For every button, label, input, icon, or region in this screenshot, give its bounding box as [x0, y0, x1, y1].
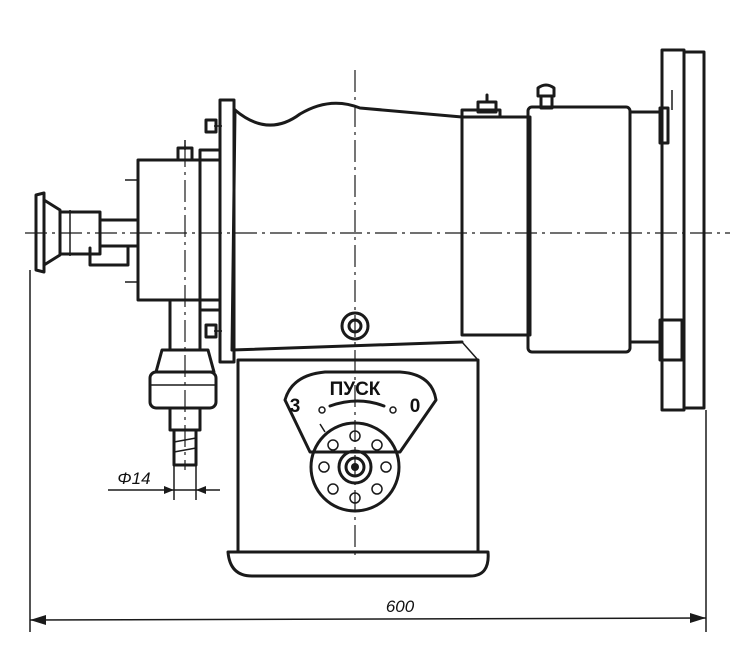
mounting-flange	[658, 48, 706, 412]
center-lines	[25, 70, 730, 555]
start-label: ПУСК	[330, 379, 381, 400]
position-right-label: 0	[410, 396, 421, 417]
diameter-label: Φ14	[117, 469, 150, 488]
switch-plate: ПУСК 3 0	[283, 370, 438, 454]
input-shaft	[34, 191, 140, 274]
motor-housing	[460, 83, 664, 354]
plug-boss	[340, 311, 370, 341]
gearbox-body	[204, 98, 464, 364]
terminal-housing	[226, 341, 490, 578]
overall-length-dimension: 600	[29, 270, 707, 632]
overall-length-label: 600	[386, 597, 415, 616]
knob-grip-holes	[318, 430, 392, 504]
rotary-switch-knob	[309, 421, 401, 513]
output-shaft	[148, 298, 218, 467]
position-off-left-label: 3	[290, 396, 301, 417]
diameter-dimension: Φ14	[108, 465, 220, 500]
